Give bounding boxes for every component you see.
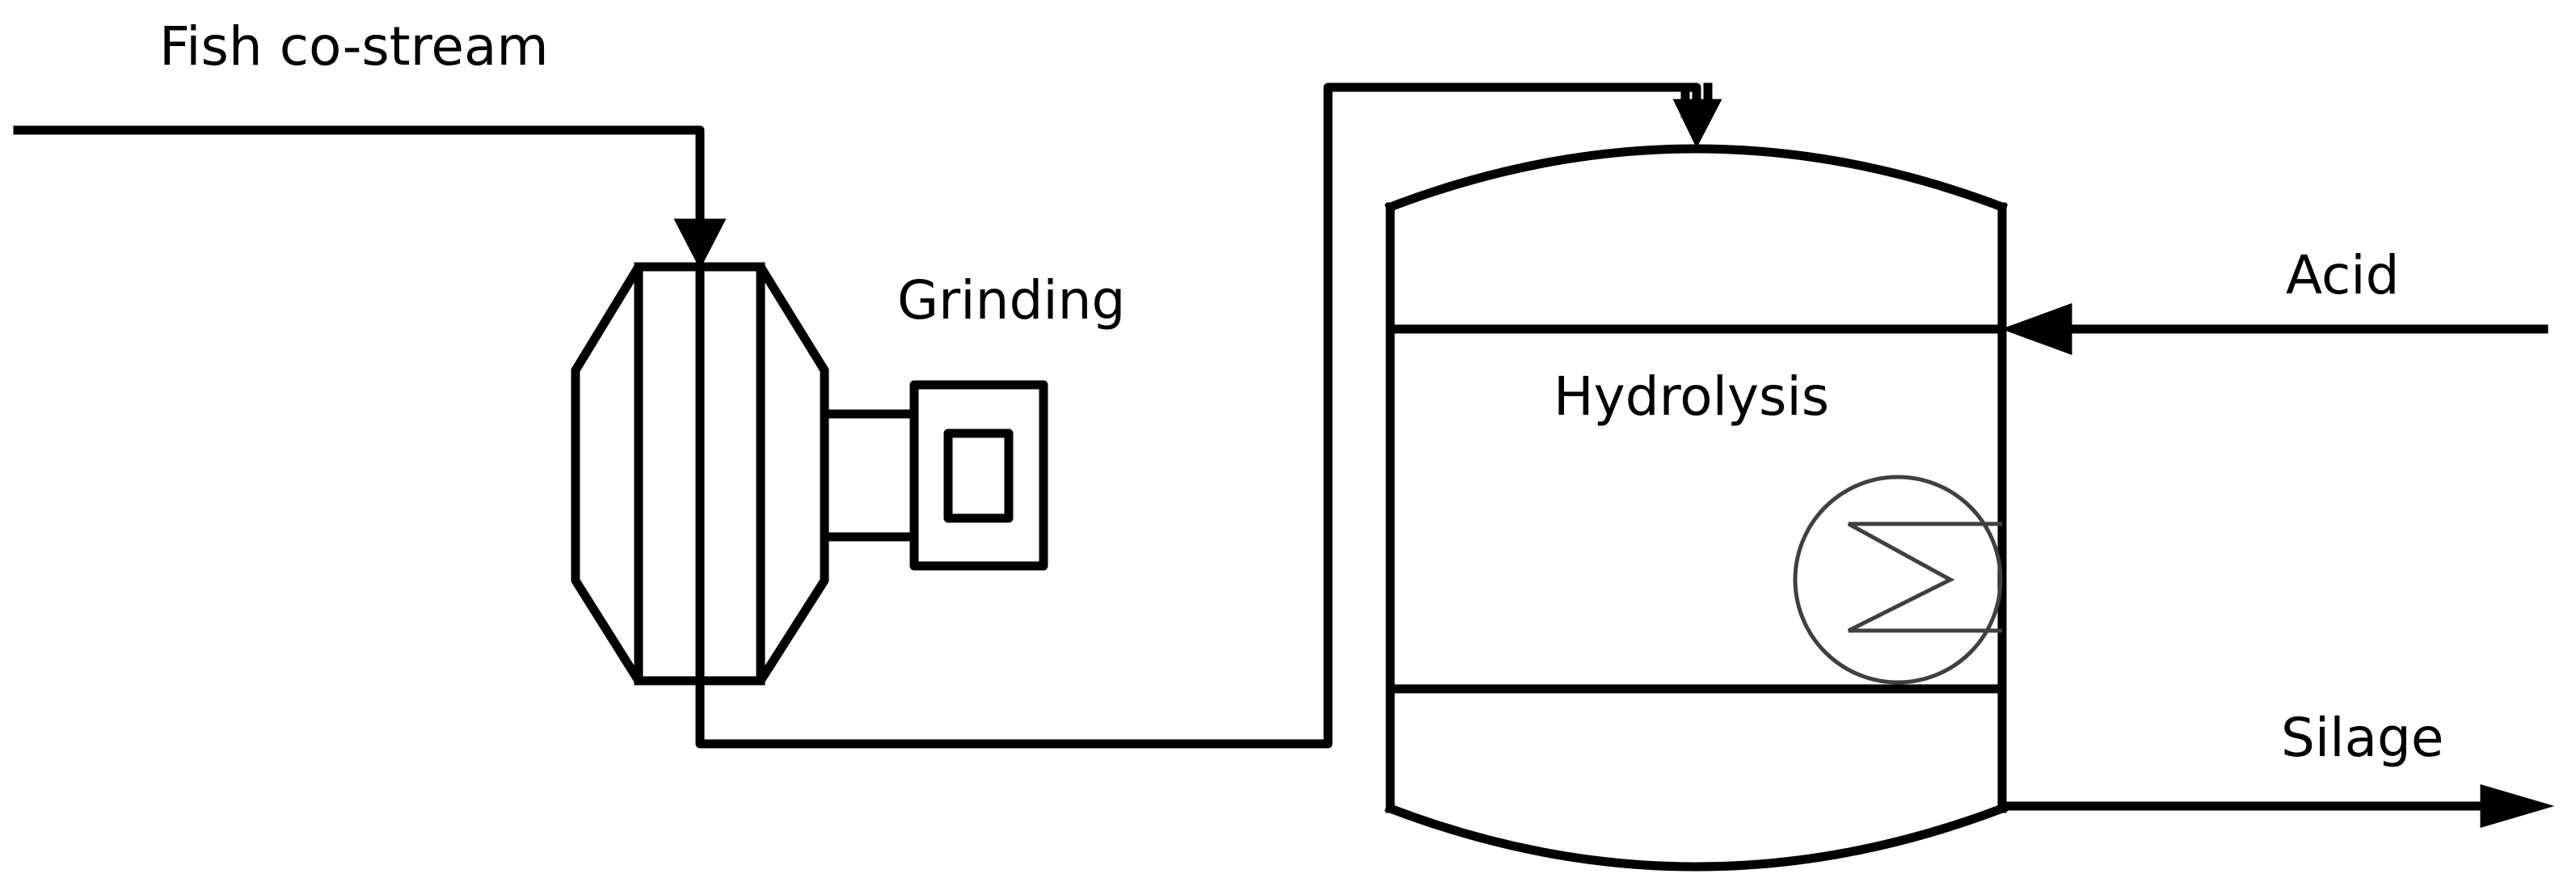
tank-label: Hydrolysis <box>1554 365 1829 428</box>
feed-arrow-icon <box>673 218 727 270</box>
silage-arrow-icon <box>2480 783 2555 829</box>
acid-label: Acid <box>2286 244 2400 306</box>
heater-coil <box>1847 521 2002 633</box>
feed-line <box>13 125 705 239</box>
fish-feed-stream <box>13 125 727 270</box>
heater-circle <box>1793 475 2003 685</box>
heater-icon <box>1793 475 2003 685</box>
acid-stream <box>2001 302 2549 356</box>
hydrolysis-tank <box>1384 144 2009 872</box>
motor-inner-box <box>943 429 1014 523</box>
grinder-label: Grinding <box>897 269 1125 331</box>
tank-top-head <box>1384 144 2009 213</box>
silage-label: Silage <box>2281 707 2444 769</box>
tank-bottom-head <box>1384 802 2009 872</box>
grinder-unit <box>571 262 1048 686</box>
acid-arrow-icon <box>2001 302 2072 356</box>
transfer-line <box>695 82 1722 749</box>
feed-label: Fish co-stream <box>159 15 549 78</box>
grinder-to-tank-line <box>695 82 1701 749</box>
silage-stream <box>1997 783 2555 829</box>
motor-box <box>909 380 1048 571</box>
